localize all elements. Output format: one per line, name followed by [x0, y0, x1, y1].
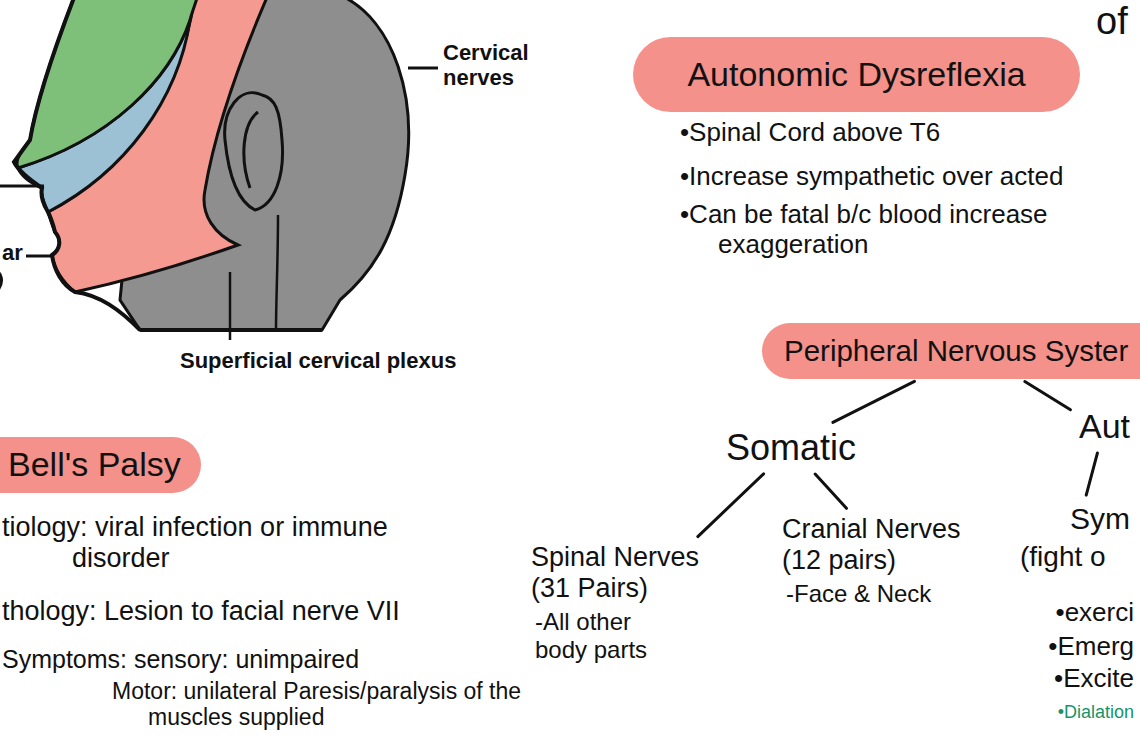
leader-line — [408, 67, 438, 70]
body-note: thology: Lesion to facial nerve VII — [2, 596, 400, 627]
tree-connector — [698, 474, 764, 537]
tree-connector — [833, 381, 915, 422]
node-heading: Somatic — [726, 427, 856, 468]
tree-connector — [1086, 453, 1097, 495]
body-note: tiology: viral infection or immune disor… — [2, 512, 422, 574]
bullet-note: •Dialation — [1058, 702, 1134, 723]
ear — [225, 93, 283, 210]
face-profile — [14, 0, 140, 330]
part-label: Cervical nerves — [443, 40, 553, 91]
tree-node: Aut — [1075, 405, 1134, 448]
body-note: Motor: unilateral Paresis/paralysis of t… — [112, 678, 552, 731]
tree-connector — [815, 474, 846, 508]
tree-connector — [1025, 381, 1071, 409]
ear-inner — [244, 112, 258, 188]
heading-pill: Peripheral Nervous Syster — [762, 323, 1140, 379]
neck-line — [276, 215, 278, 330]
leader-line — [0, 185, 44, 188]
tree-node: Spinal Nerves (31 Pairs)-All other body … — [527, 540, 730, 665]
heading-pill: Bell's Palsy — [0, 437, 201, 493]
tree-node: Sym (fight o — [1016, 500, 1134, 575]
part-label: Superficial cervical plexus — [180, 348, 456, 373]
node-note: (fight o — [1020, 541, 1130, 573]
heading-pill: Autonomic Dysreflexia — [633, 37, 1080, 112]
bullet-note: •Emerg — [1048, 632, 1134, 662]
part-label: ar — [2, 240, 23, 265]
body-note: Symptoms: sensory: unimpaired — [2, 645, 359, 674]
node-heading: Spinal Nerves (31 Pairs) — [531, 542, 726, 604]
node-note: -All other body parts — [535, 608, 685, 663]
tree-node: Somatic — [722, 425, 860, 470]
leader-line — [0, 270, 1, 290]
bullet-note: •Spinal Cord above T6 — [680, 118, 940, 148]
bullet-note: •exerci — [1056, 598, 1134, 628]
bullet-note: •Increase sympathetic over acted — [680, 162, 1063, 192]
tree-node: Cranial Nerves (12 pairs) -Face & Neck — [778, 512, 1011, 610]
node-note: -Face & Neck — [786, 580, 1007, 608]
node-heading: Sym — [1070, 502, 1130, 537]
node-heading: Bell's Palsy — [8, 445, 181, 484]
node-heading: Peripheral Nervous Syster — [784, 334, 1128, 368]
leader-line — [26, 255, 54, 258]
bullet-note: •Excite — [1054, 664, 1134, 694]
bullet-note: •Can be fatal b/c blood increase exagger… — [680, 200, 1080, 260]
node-heading: Autonomic Dysreflexia — [687, 55, 1025, 94]
heading-fragment: of — [1096, 0, 1128, 44]
node-heading: Cranial Nerves (12 pairs) — [782, 514, 1007, 576]
leader-line — [229, 272, 232, 340]
node-heading: Aut — [1079, 407, 1130, 446]
